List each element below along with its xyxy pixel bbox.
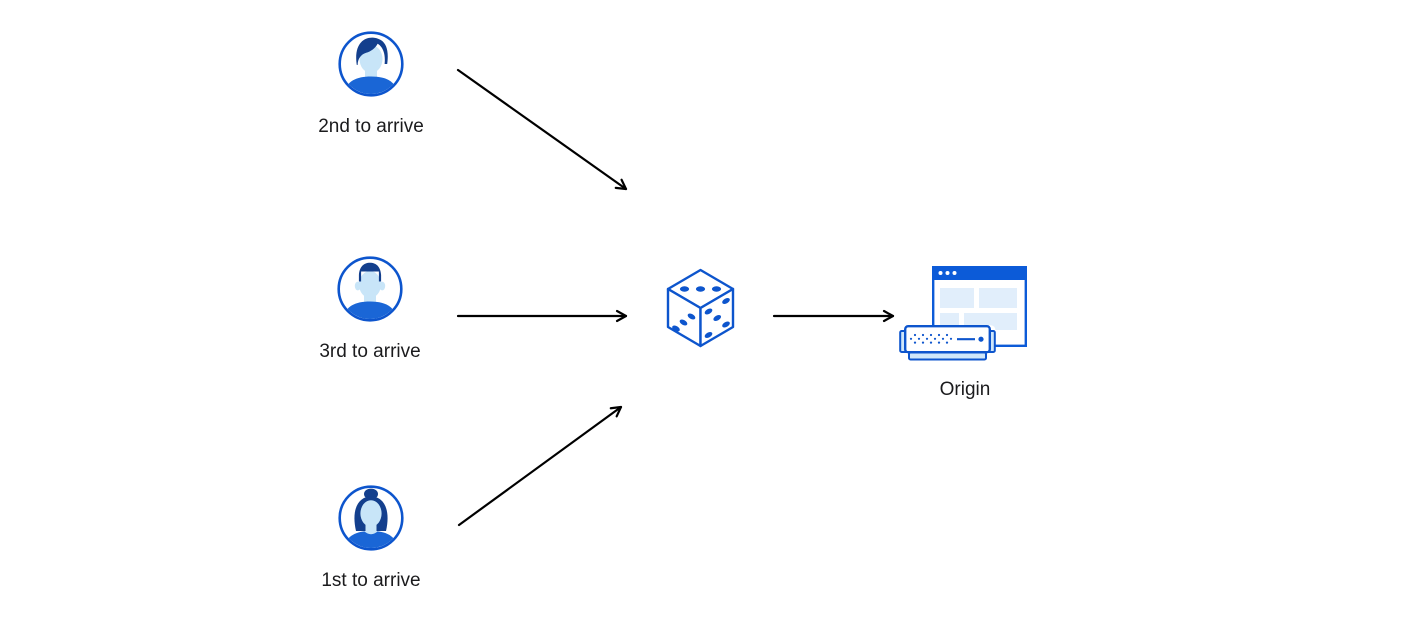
client-node-1st-to-arrive: 1st to arrive [296, 484, 446, 592]
female-user-avatar-icon [338, 485, 404, 551]
arrow-2nd-to-dice [456, 68, 628, 191]
client-label: 1st to arrive [321, 570, 421, 591]
dice-icon [666, 268, 735, 348]
arrow-1st-to-dice [457, 405, 623, 527]
server-icon [899, 325, 996, 362]
client-label: 2nd to arrive [318, 116, 424, 137]
male-user-avatar-icon [337, 256, 403, 322]
randomizer-node [663, 266, 738, 356]
origin-label: Origin [939, 379, 991, 400]
client-node-3rd-to-arrive: 3rd to arrive [295, 255, 445, 363]
client-label: 3rd to arrive [319, 341, 421, 362]
client-node-2nd-to-arrive: 2nd to arrive [296, 30, 446, 138]
male-user-avatar-icon [338, 31, 404, 97]
